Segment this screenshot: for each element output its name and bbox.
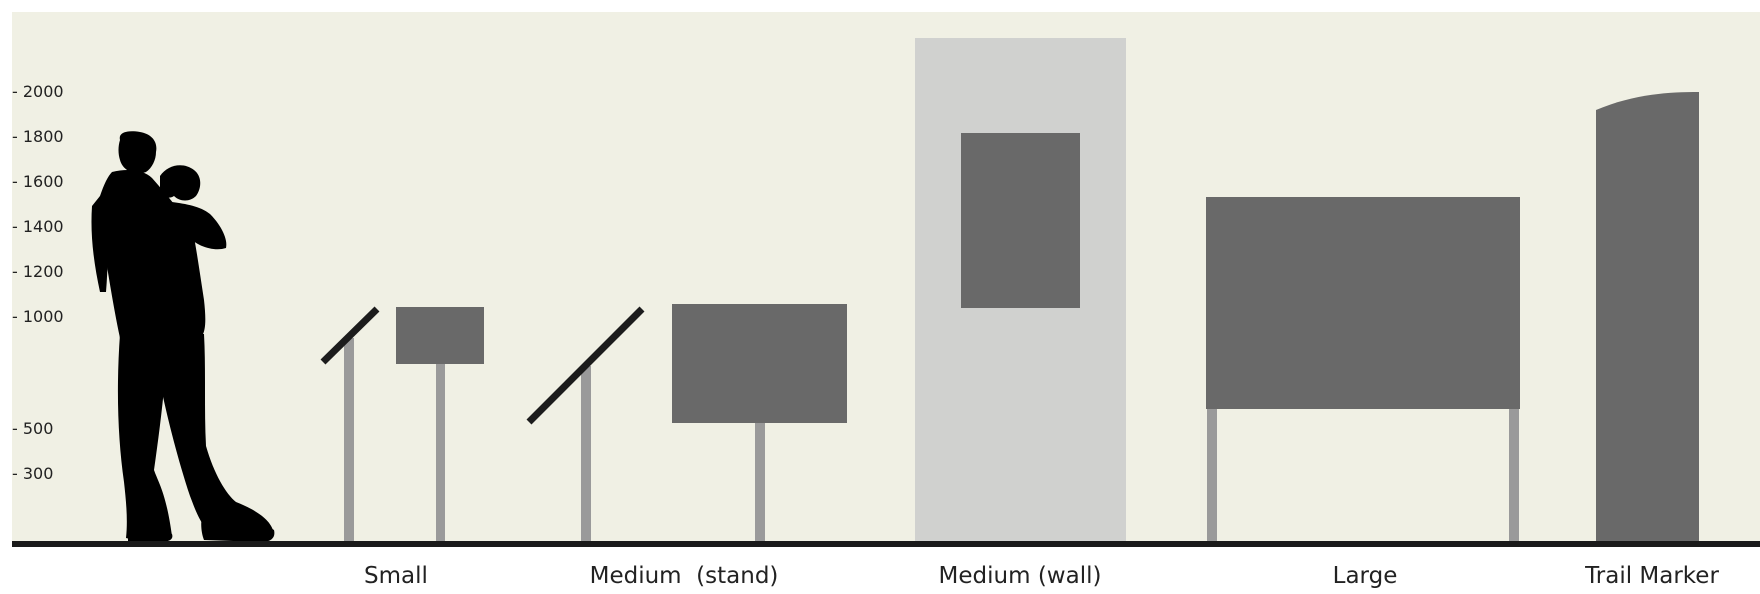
- ground-line: [12, 541, 1760, 547]
- large-panel: [1206, 197, 1520, 409]
- trail-marker-post: [1596, 92, 1699, 542]
- medium-stand-sign-angled: [526, 306, 645, 542]
- wall-mounted-panel: [961, 133, 1080, 308]
- caption-medium-wall: Medium (wall): [938, 563, 1102, 589]
- small-sign-upright: [396, 307, 484, 542]
- small-sign-angled: [320, 306, 380, 542]
- large-sign: [1206, 197, 1520, 542]
- medium-angled-panel: [526, 306, 645, 425]
- tick-label-1000: - 1000: [12, 307, 64, 326]
- small-upright-post: [436, 362, 445, 542]
- small-angled-panel: [320, 306, 380, 365]
- medium-upright-post: [755, 422, 765, 542]
- caption-large: Large: [1332, 563, 1398, 589]
- tick-label-1200: - 1200: [12, 262, 64, 281]
- tick-label-300: - 300: [12, 464, 53, 483]
- person-photographing-silhouette-icon: [91, 131, 275, 542]
- small-angled-post: [344, 338, 354, 542]
- tick-label-2000: - 2000: [12, 82, 64, 101]
- large-right-post: [1509, 408, 1519, 542]
- medium-upright-panel: [672, 304, 847, 423]
- large-left-post: [1207, 408, 1217, 542]
- caption-trail-marker: Trail Marker: [1585, 563, 1719, 589]
- tick-label-1600: - 1600: [12, 172, 64, 191]
- tick-label-1800: - 1800: [12, 127, 64, 146]
- height-scale: - 2000 - 1800 - 1600 - 1400 - 1200 - 100…: [12, 82, 64, 483]
- medium-angled-post: [581, 366, 591, 542]
- small-upright-panel: [396, 307, 484, 364]
- medium-wall-sign: [915, 38, 1126, 544]
- medium-stand-sign-upright: [672, 304, 847, 542]
- caption-small: Small: [364, 563, 428, 589]
- tick-label-1400: - 1400: [12, 217, 64, 236]
- caption-medium-stand: Medium (stand): [589, 563, 779, 589]
- tick-label-500: - 500: [12, 419, 53, 438]
